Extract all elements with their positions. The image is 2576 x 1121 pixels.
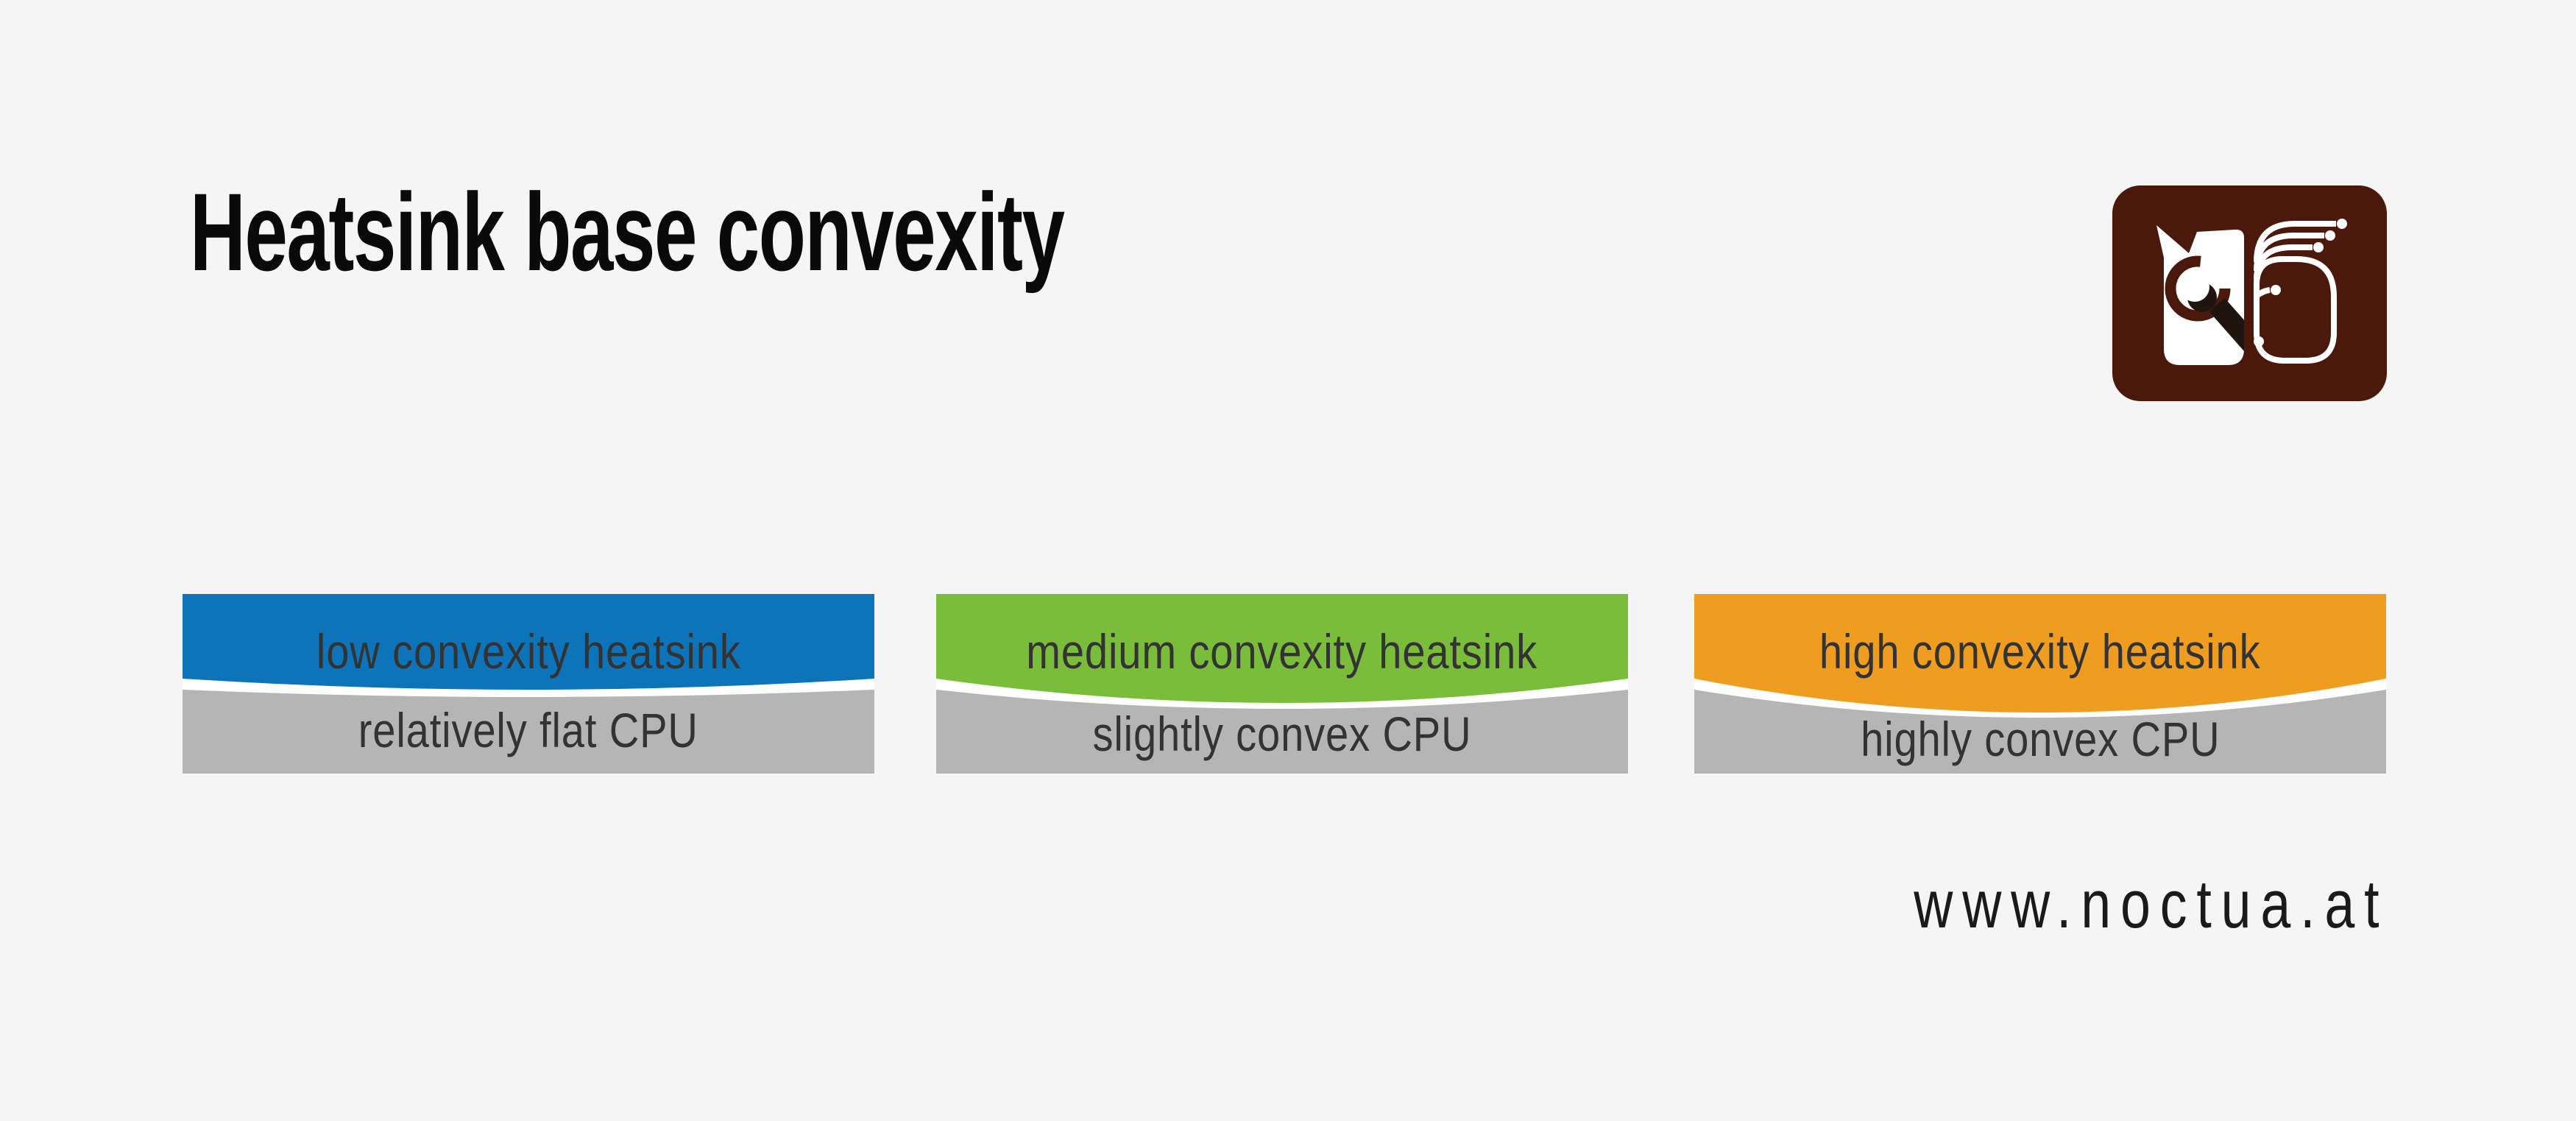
heatsink-shape: [183, 594, 874, 690]
circuit-dots: [2254, 219, 2347, 347]
page-title: Heatsink base convexity: [190, 177, 1439, 287]
panel-high-convexity: high convexity heatsink highly convex CP…: [1694, 594, 2386, 774]
heatsink-label-text: high convexity heatsink: [1819, 624, 2261, 679]
cpu-shape: [183, 690, 874, 774]
noctua-logo: [2112, 185, 2387, 401]
panel-low-convexity: low convexity heatsink relatively flat C…: [183, 594, 874, 774]
page-title-text: Heatsink base convexity: [190, 170, 1065, 294]
website-url: www.noctua.at: [1795, 871, 2388, 938]
heatsink-cpu-diagram-high: [1694, 594, 2386, 774]
owl-eye-ring: [2165, 255, 2231, 322]
cpu-label-text: relatively flat CPU: [358, 703, 698, 757]
cpu-label: highly convex CPU: [1694, 715, 2386, 763]
heatsink-shape: [1694, 594, 2386, 712]
heatsink-label: low convexity heatsink: [183, 627, 874, 676]
cpu-shape: [936, 690, 1628, 774]
cpu-label: slightly convex CPU: [936, 710, 1628, 758]
heatsink-cpu-diagram-low: [183, 594, 874, 774]
heatsink-shape: [936, 594, 1628, 703]
cpu-label: relatively flat CPU: [183, 706, 874, 754]
cpu-label-text: highly convex CPU: [1860, 712, 2221, 766]
circuit-wing-icon: [2254, 221, 2337, 364]
cpu-label-text: slightly convex CPU: [1092, 707, 1472, 761]
heatsink-label-text: medium convexity heatsink: [1026, 624, 1538, 679]
heatsink-label-text: low convexity heatsink: [316, 624, 741, 679]
heatsink-label: medium convexity heatsink: [936, 627, 1628, 676]
panel-medium-convexity: medium convexity heatsink slightly conve…: [936, 594, 1628, 774]
heatsink-label: high convexity heatsink: [1694, 627, 2386, 676]
cpu-shape: [1694, 690, 2386, 774]
heatsink-cpu-diagram-medium: [936, 594, 1628, 774]
logo-background: [2112, 185, 2387, 401]
website-url-text: www.noctua.at: [1913, 867, 2388, 942]
owl-eye-and-beak: [2180, 272, 2244, 362]
